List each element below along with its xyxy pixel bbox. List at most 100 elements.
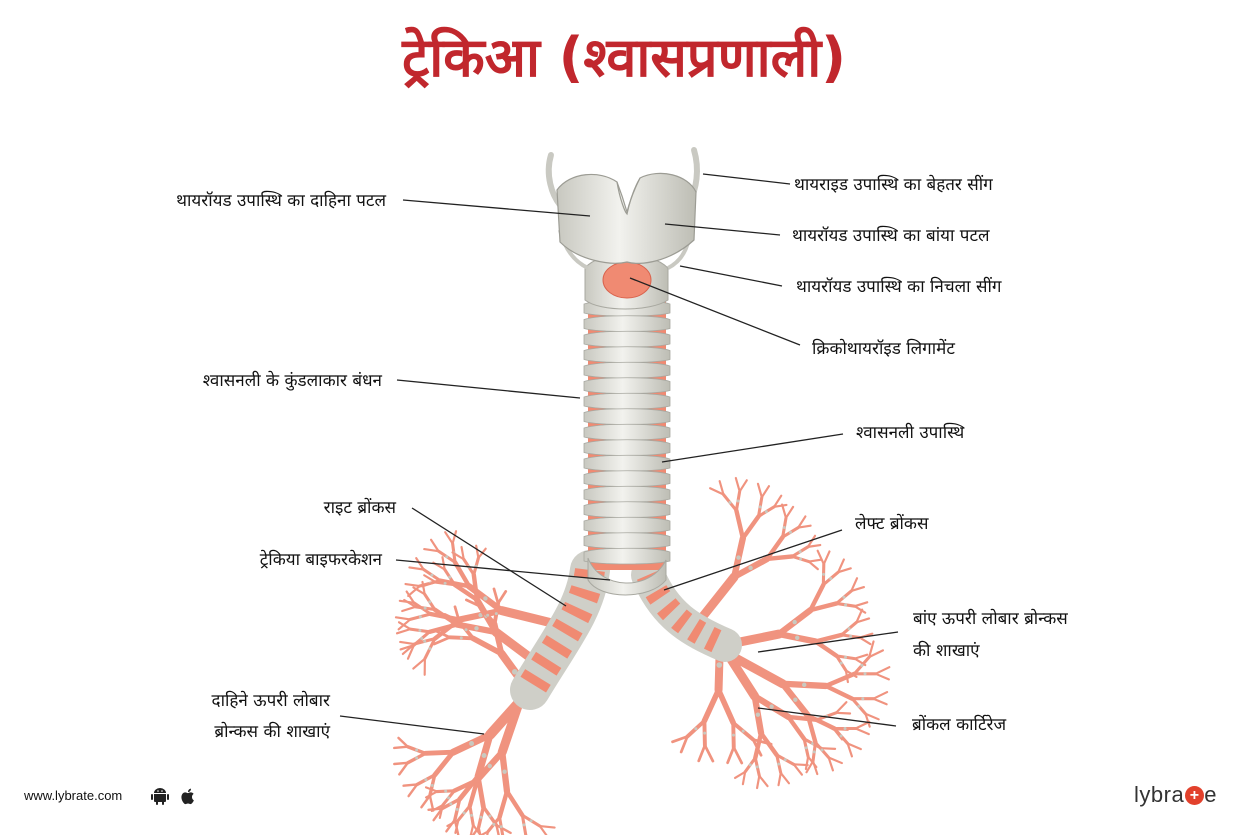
- bronchus-branch: [868, 649, 885, 659]
- bronchial-cartilage-plate: [777, 762, 781, 766]
- bronchial-cartilage-plate: [415, 748, 419, 752]
- bronchial-cartilage-plate: [799, 557, 803, 561]
- bronchus-branch: [496, 590, 508, 605]
- bronchus-branch: [469, 823, 475, 835]
- bronchus-branch: [467, 777, 480, 809]
- bronchus-branch: [816, 549, 825, 566]
- bronchial-cartilage-plate: [741, 729, 745, 733]
- bronchus-branch: [715, 687, 737, 726]
- leader-cricothyroid: [629, 277, 801, 346]
- bronchus-branch: [398, 761, 410, 776]
- bronchial-cartilage-plate: [863, 672, 867, 676]
- bronchus-branch: [784, 505, 795, 520]
- bronchus-branch: [422, 749, 456, 756]
- bronchus-branch: [697, 743, 707, 763]
- leader-superior-horn: [702, 173, 791, 185]
- label-right-upper-lobar-1: दाहिने ऊपरी लोबार: [212, 690, 331, 711]
- bronchus-branch: [433, 629, 452, 639]
- label-inferior-horn: थायरॉयड उपास्थि का निचला सींग: [796, 276, 1002, 297]
- bronchial-cartilage-plate: [732, 733, 736, 737]
- bronchus-branch: [872, 697, 888, 706]
- bronchus-branch: [404, 582, 421, 588]
- bronchus-branch: [412, 586, 426, 596]
- leader-annular: [396, 379, 581, 399]
- bronchial-cartilage-plate: [764, 510, 768, 514]
- bronchial-cartilage-plate: [418, 628, 422, 632]
- bronchus-branch: [853, 653, 869, 660]
- bronchus-branch: [874, 666, 891, 675]
- leader-bronchial-cartilage: [757, 707, 897, 727]
- bronchus-branch: [432, 607, 460, 627]
- bronchial-cartilage-plate: [793, 697, 798, 702]
- bronchus-branch: [797, 515, 807, 529]
- labels: थायराइड उपास्थि का बेहतर सींग थायरॉयड उप…: [176, 174, 1068, 742]
- bronchus-branch: [428, 794, 435, 812]
- bronchus-branch: [397, 736, 409, 748]
- bronchial-cartilage-plate: [861, 697, 865, 701]
- bronchus-branch: [460, 545, 465, 561]
- bronchial-cartilage-plate: [492, 822, 496, 826]
- tracheal-ring: [583, 377, 671, 394]
- apple-icon[interactable]: [178, 786, 198, 806]
- bronchial-cartilage-plate: [430, 783, 434, 787]
- bronchial-cartilage-plate: [804, 746, 808, 750]
- bronchus-branch: [850, 577, 859, 593]
- bronchus-branch: [424, 786, 439, 793]
- bronchus-branch: [864, 712, 880, 721]
- bronchus-branch: [407, 584, 421, 598]
- bronchial-cartilage-plate: [783, 758, 787, 762]
- bronchus-branch: [753, 730, 764, 761]
- bronchial-cartilage-plate: [481, 753, 487, 758]
- bronchus-branch: [443, 613, 461, 623]
- bronchial-cartilage-plate: [455, 807, 459, 811]
- bronchus-branch: [854, 720, 871, 730]
- bronchus-branch: [805, 713, 837, 731]
- bronchial-cartilage-plate: [755, 765, 759, 769]
- bronchial-cartilage-plate: [839, 661, 843, 665]
- bronchial-cartilage-plate: [444, 789, 448, 793]
- bronchus-branch: [472, 823, 482, 835]
- bronchus-branch: [701, 687, 722, 724]
- bronchial-cartilage-plate: [758, 505, 762, 509]
- android-icon[interactable]: [150, 786, 170, 806]
- bronchial-cartilage-plate: [448, 575, 452, 579]
- bronchial-cartilage-plate: [443, 581, 447, 585]
- bronchial-cartilage-plate: [430, 573, 434, 577]
- bronchial-cartilage-plate: [716, 662, 723, 668]
- tracheal-ring: [583, 501, 671, 518]
- bronchus-branch: [850, 585, 866, 593]
- bronchus-branch: [405, 590, 416, 604]
- bronchial-cartilage-plate: [418, 615, 422, 619]
- bronchus-branch: [751, 738, 773, 746]
- label-annular-ligaments: श्वासनली के कुंडलाकार बंधन: [203, 370, 383, 391]
- bronchus-branch: [394, 616, 412, 621]
- bronchial-cartilage-plate: [728, 501, 732, 505]
- bronchus-branch: [806, 534, 817, 548]
- bronchus-branch: [741, 770, 747, 786]
- bronchial-cartilage-plate: [470, 813, 474, 817]
- bronchus-branch: [726, 745, 736, 765]
- tracheal-ring: [583, 532, 671, 549]
- bronchus-branch: [393, 745, 409, 750]
- bronchus-branch: [475, 590, 483, 609]
- bronchus-branch: [740, 514, 761, 541]
- bronchus-branch: [423, 548, 440, 553]
- bronchial-cartilage-plate: [812, 750, 816, 754]
- bronchial-branches: [393, 476, 891, 835]
- bronchus-branch: [853, 601, 869, 608]
- bronchus-branch: [837, 558, 845, 574]
- bronchus-branch: [446, 818, 460, 828]
- bronchial-cartilage-plate: [499, 825, 503, 829]
- bronchus-branch: [709, 487, 725, 496]
- footer-url[interactable]: www.lybrate.com: [24, 788, 123, 803]
- bronchus-branch: [538, 824, 556, 829]
- brand-text: lybra: [1134, 782, 1185, 807]
- bronchus-branch: [764, 534, 785, 562]
- bronchus-branch: [773, 494, 783, 508]
- bronchus-branch: [492, 587, 500, 605]
- bronchial-cartilage-plate: [748, 763, 752, 767]
- bronchus-branch: [424, 790, 439, 799]
- bronchus-branch: [855, 617, 871, 624]
- bronchus-branch: [452, 582, 480, 603]
